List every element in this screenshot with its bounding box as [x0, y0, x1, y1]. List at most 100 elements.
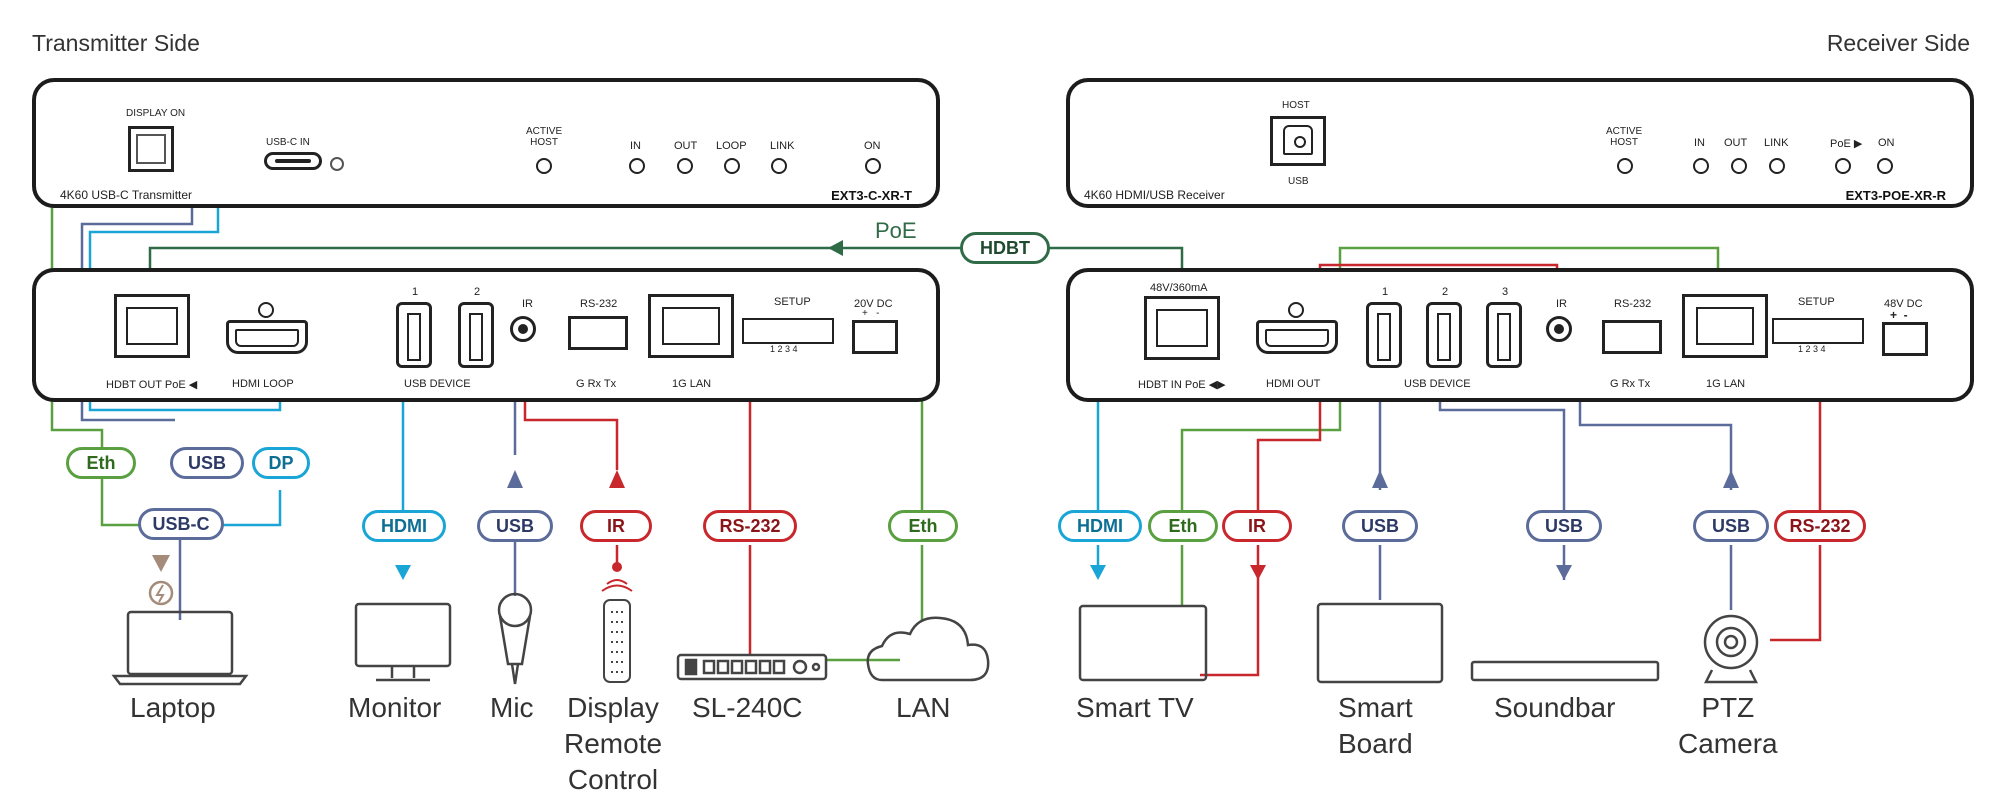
hdmi-monitor-arrow [395, 565, 411, 580]
power-indicator-icon [330, 157, 344, 171]
loop-led-label: LOOP [716, 140, 747, 152]
rx-rs232-terminal-block [1602, 320, 1662, 354]
in-led-label: IN [630, 140, 641, 152]
rx-out-led-label: OUT [1724, 137, 1748, 149]
pill-usb-tx: USB [170, 447, 244, 479]
pill-usb-cam: USB [1693, 510, 1769, 542]
rx-lan-rj45-port [1682, 294, 1768, 358]
monitor-label: Monitor [348, 692, 442, 723]
dp-return [220, 490, 282, 527]
rx-active-host-label: ACTIVE HOST [1606, 126, 1643, 148]
dip-numbers: 1 2 3 4 [770, 344, 798, 354]
power-48v-label: 48V DC [1884, 298, 1923, 310]
rx-dip-numbers: 1 2 3 4 [1798, 344, 1826, 354]
rx-usb-device-port-1 [1366, 302, 1402, 368]
active-host-led [536, 158, 552, 174]
rx-ir-jack [1546, 316, 1572, 342]
power-polarity-label: + - [862, 308, 880, 319]
pill-rs232-rx: RS-232 [1774, 510, 1866, 542]
display-on-label: DISPLAY ON [126, 108, 186, 119]
tx-model: EXT3-C-XR-T [831, 188, 912, 203]
in-led [629, 158, 645, 174]
out-led [677, 158, 693, 174]
smart-board-icon [1316, 602, 1444, 684]
usb-sound-arrow [1556, 565, 1572, 580]
pill-dp: DP [252, 447, 310, 479]
loop-led [724, 158, 740, 174]
rx-usb-port-2-label: 2 [1442, 286, 1449, 298]
poe-label: PoE [875, 218, 917, 243]
usb-device-port-2 [458, 302, 494, 368]
rx-poe-led-label: PoE ▶ [1830, 138, 1863, 150]
rx-setup-label: SETUP [1798, 296, 1835, 308]
lan-port-label: 1G LAN [672, 378, 712, 390]
link-led [771, 158, 787, 174]
monitor-icon [354, 602, 452, 682]
power-20v-label: 20V DC [854, 298, 893, 310]
rx-product-name: 4K60 HDMI/USB Receiver [1084, 188, 1225, 202]
switcher-label: SL-240C [692, 692, 803, 723]
rx-ir-port-label: IR [1556, 298, 1567, 310]
rx-usb-device-port-3 [1486, 302, 1522, 368]
ptz-camera-icon [1703, 614, 1759, 684]
connection-diagram: Transmitter Side Receiver Side DISPLAY O… [32, 30, 1974, 795]
out-led-label: OUT [674, 140, 698, 152]
transmitter-side-label: Transmitter Side [32, 30, 200, 56]
receiver-rear-panel: 48V/360mA HDBT IN PoE ◀▶ HDMI OUT 1 2 3 … [1066, 268, 1974, 402]
smart-tv-label: Smart TV [1076, 692, 1194, 723]
tx-product-name: 4K60 USB-C Transmitter [60, 188, 193, 202]
usbc-in-label: USB-C IN [266, 137, 310, 148]
setup-dip-switch[interactable] [742, 318, 834, 344]
hdbt-in-poe-label: HDBT IN PoE ◀▶ [1138, 379, 1226, 391]
lan-cloud-icon [866, 616, 990, 682]
rx-rs232-port-label: RS-232 [1614, 298, 1652, 310]
on-led-label: ON [864, 140, 881, 152]
remote-label: Display Remote Control [564, 692, 663, 795]
rx-setup-dip-switch[interactable] [1772, 318, 1864, 344]
hdbt-arrow [828, 240, 843, 256]
usb-board-arrow [1372, 470, 1388, 488]
soundbar-label: Soundbar [1494, 692, 1616, 723]
pill-usbc: USB-C [138, 508, 224, 540]
power-arrow-icon [152, 555, 170, 572]
display-on-button[interactable] [128, 126, 174, 172]
transmitter-front-panel: DISPLAY ON USB-C IN ACTIVE HOST IN OUT L… [32, 78, 940, 208]
lan-label: LAN [896, 692, 951, 723]
setup-label: SETUP [774, 296, 811, 308]
host-usb-label: USB [1288, 176, 1309, 187]
sl240c-icon [676, 653, 828, 681]
rx-link-led-label: LINK [1764, 137, 1789, 149]
transmitter-rear-panel: HDBT OUT PoE ◀ HDMI LOOP 1 2 USB DEVICE … [32, 268, 940, 402]
smart-board-label: Smart Board [1338, 692, 1413, 759]
ir-rx-arrow [1250, 565, 1266, 580]
hdmi-tv-arrow [1090, 565, 1106, 580]
link-led-label: LINK [770, 140, 795, 152]
pill-hdmi-rx: HDMI [1058, 510, 1142, 542]
remote-control-icon [601, 562, 633, 683]
device-icons [111, 555, 1759, 686]
usb-device-port-1 [396, 302, 432, 368]
rs232-pins-label: G Rx Tx [576, 378, 617, 390]
hdbt-out-rj45-port [114, 294, 190, 358]
receiver-front-panel: HOST USB ACTIVE HOST IN OUT LINK PoE ▶ O… [1066, 78, 1974, 208]
ir-port-label: IR [522, 298, 533, 310]
rs232-terminal-block [568, 316, 628, 350]
usb-mic-arrow [507, 470, 523, 488]
hdmi-loop-label: HDMI LOOP [232, 378, 294, 390]
ir-jack [510, 316, 536, 342]
smart-tv-icon [1078, 604, 1208, 682]
usb-device-label: USB DEVICE [404, 378, 471, 390]
on-led [865, 158, 881, 174]
usbc-port [264, 152, 322, 170]
power-rating-label: 48V/360mA [1150, 282, 1208, 294]
hdmi-lock-icon [258, 302, 274, 318]
rx-on-led-label: ON [1878, 137, 1895, 149]
pill-eth-lan: Eth [888, 510, 958, 542]
pill-ir-tx: IR [580, 510, 652, 542]
ptz-camera-label: PTZ Camera [1678, 692, 1778, 759]
pill-hdmi-tx: HDMI [362, 510, 446, 542]
rx-poe-led [1835, 158, 1851, 174]
pill-eth-tx: Eth [66, 447, 136, 479]
hdmi-out-label: HDMI OUT [1266, 378, 1321, 390]
rs232-port-label: RS-232 [580, 298, 618, 310]
